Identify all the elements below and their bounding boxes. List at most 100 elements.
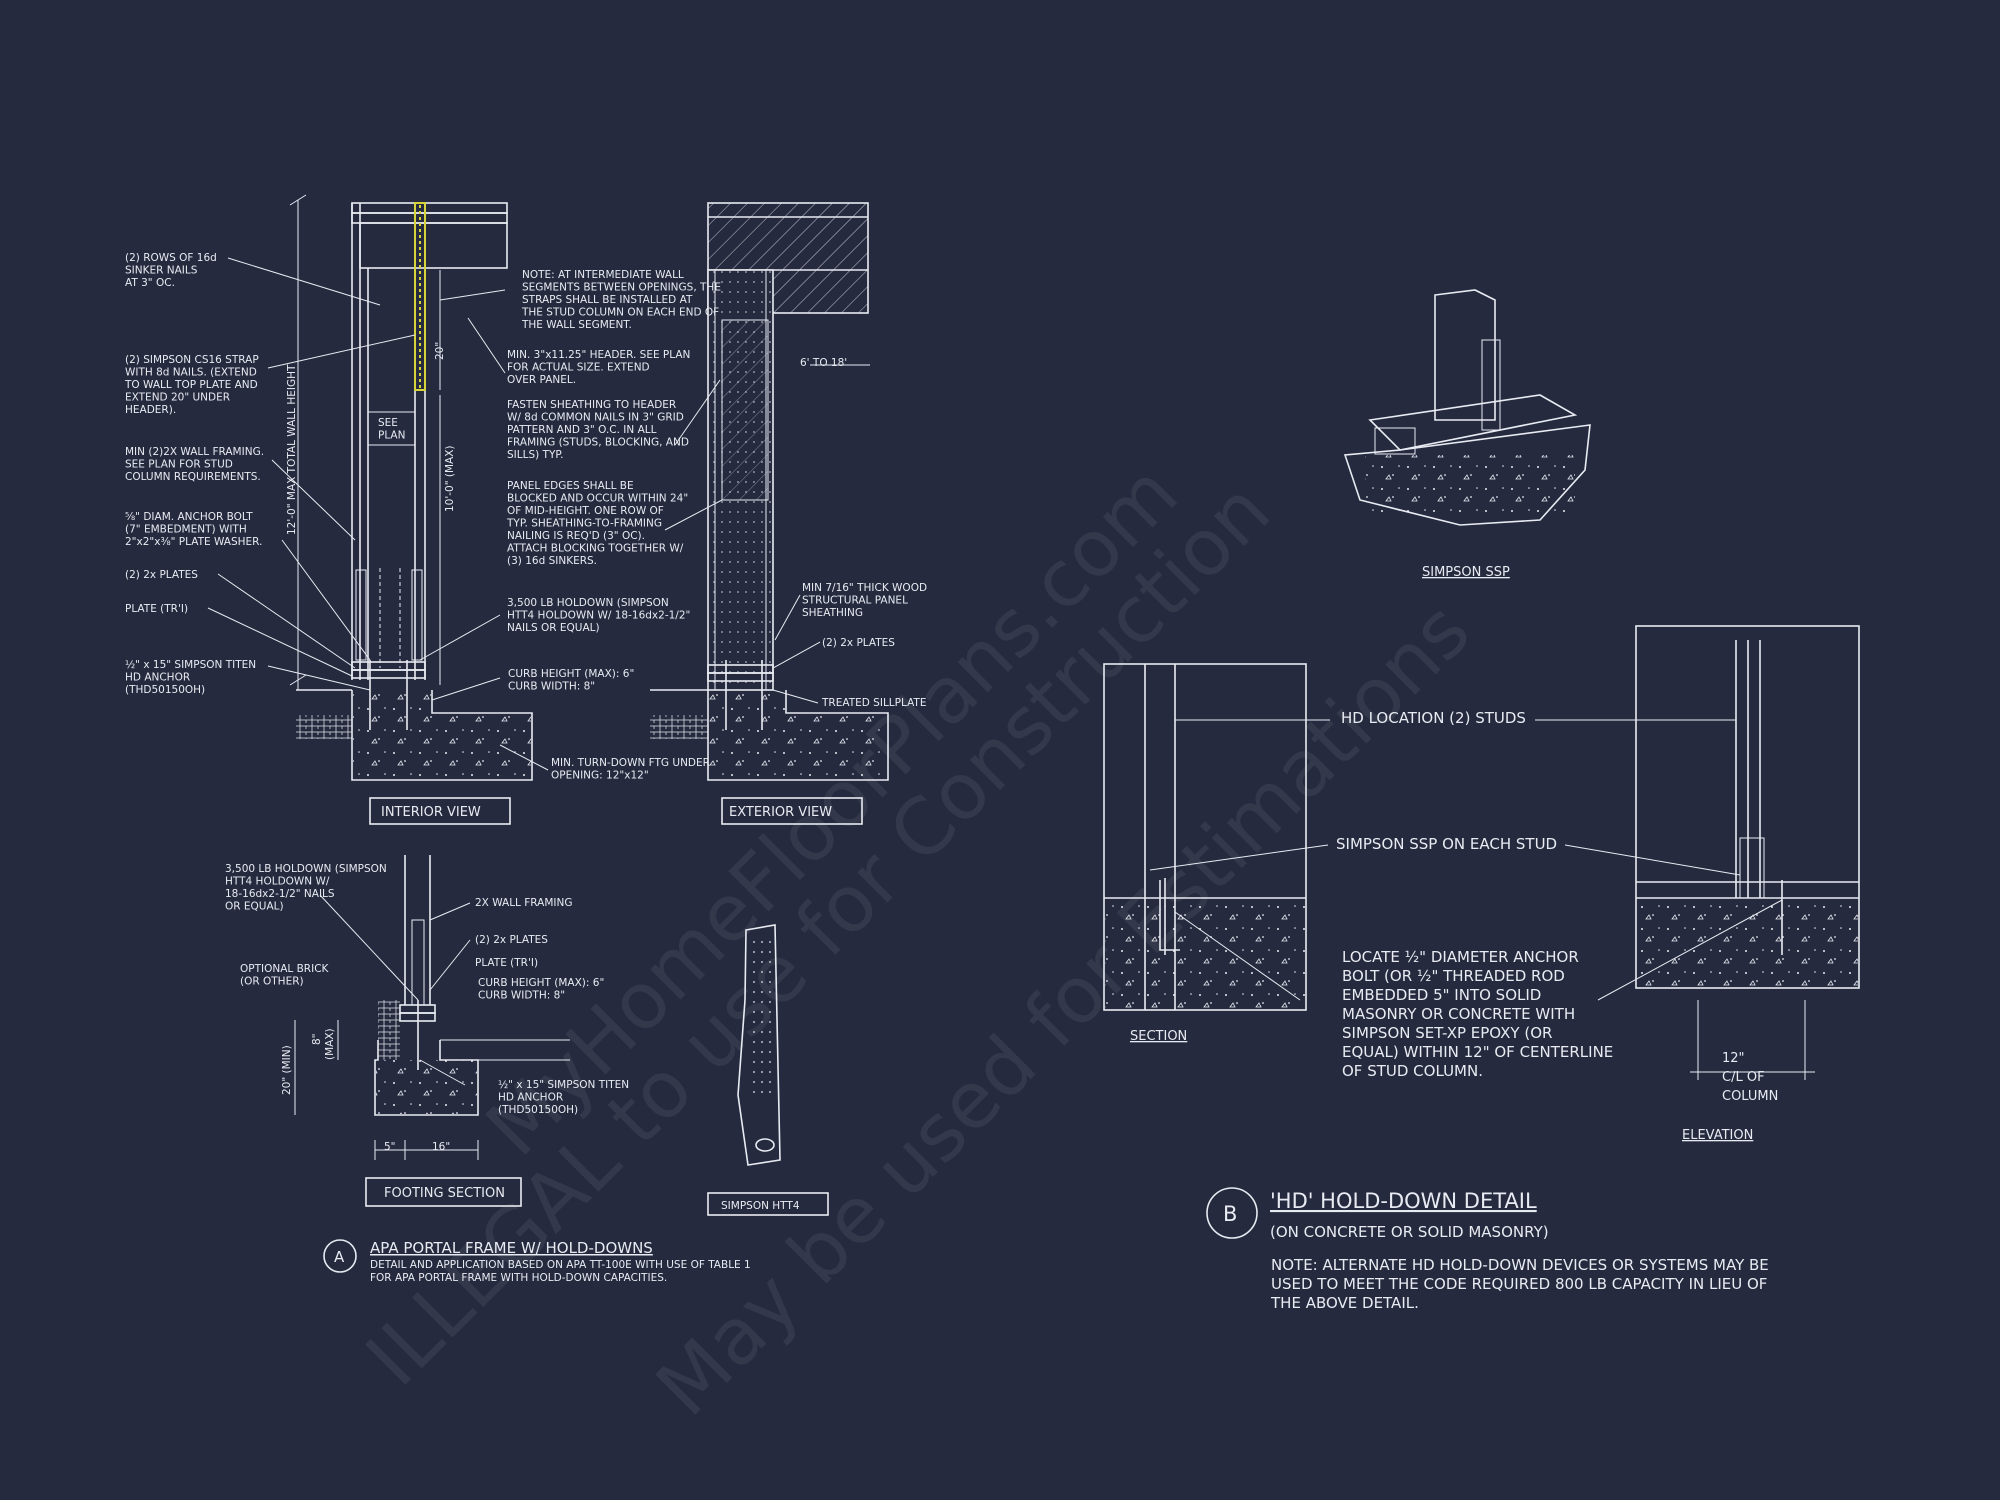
text-line: AT 3" OC. — [125, 277, 175, 289]
note-ext-plates: (2) 2x PLATES — [822, 637, 895, 649]
text-line: 12" — [1722, 1051, 1745, 1066]
text-line: COLUMN REQUIREMENTS. — [125, 471, 261, 483]
text-line: C/L OF — [1722, 1070, 1765, 1085]
interior-view-box — [369, 797, 511, 825]
ssp-each-label: SIMPSON SSP ON EACH STUD — [1336, 835, 1557, 853]
text-line: CURB WIDTH: 8" — [508, 681, 595, 693]
interior-view-drawing — [289, 194, 533, 781]
fs-brick: OPTIONAL BRICK(OR OTHER) — [240, 963, 330, 988]
text-line: HTT4 HOLDOWN W/ 18-16dx2-1/2" — [507, 610, 690, 622]
text-line: NAILING IS REQ'D (3" OC). — [507, 530, 645, 542]
detail-b-bubble — [1206, 1187, 1258, 1239]
fs-plates: (2) 2x PLATES — [475, 934, 548, 946]
text-line: BLOCKED AND OCCUR WITHIN 24" — [507, 493, 688, 505]
text-line: CURB WIDTH: 8" — [478, 990, 565, 1002]
fs-dim-8: 8" — [311, 1033, 323, 1045]
footing-section-box — [365, 1177, 522, 1207]
text-line: PANEL EDGES SHALL BE — [507, 480, 634, 492]
text-line: THE WALL SEGMENT. — [521, 319, 632, 331]
text-line: TYP. SHEATHING-TO-FRAMING — [506, 518, 662, 530]
detail-b-title: 'HD' HOLD-DOWN DETAIL — [1270, 1189, 1537, 1213]
footing-section-drawing — [294, 855, 570, 1160]
text-line: OPENING: 12"x12" — [551, 770, 649, 782]
fs-curb: CURB HEIGHT (MAX): 6"CURB WIDTH: 8" — [478, 977, 604, 1002]
text-line: STRUCTURAL PANEL — [802, 595, 908, 607]
text-line: 3,500 LB HOLDOWN (SIMPSON — [507, 597, 669, 609]
text-line: OPTIONAL BRICK — [240, 963, 330, 975]
text-line: THE STUD COLUMN ON EACH END OF — [521, 307, 719, 319]
fs-dim-16: 16" — [432, 1141, 450, 1153]
text-line: THE ABOVE DETAIL. — [1270, 1294, 1419, 1312]
text-line: NOTE: ALTERNATE HD HOLD-DOWN DEVICES OR … — [1271, 1256, 1769, 1274]
detail-b-note: NOTE: ALTERNATE HD HOLD-DOWN DEVICES OR … — [1270, 1256, 1769, 1312]
text-line: 18-16dx2-1/2" NAILS — [225, 888, 335, 900]
fs-plate-tr: PLATE (TR'I) — [475, 957, 538, 969]
text-line: OF MID-HEIGHT. ONE ROW OF — [507, 505, 664, 517]
detail-a-subtitle-1: DETAIL AND APPLICATION BASED ON APA TT-1… — [370, 1259, 751, 1271]
simpson-htt4-drawing — [737, 924, 781, 1166]
interior-view-label: INTERIOR VIEW — [381, 805, 481, 820]
note-curb: CURB HEIGHT (MAX): 6"CURB WIDTH: 8" — [508, 668, 634, 693]
text-line: EQUAL) WITHIN 12" OF CENTERLINE — [1342, 1043, 1613, 1061]
detail-a-title: APA PORTAL FRAME W/ HOLD-DOWNS — [370, 1239, 653, 1257]
simpson-htt4-box — [707, 1192, 829, 1216]
text-line: CURB HEIGHT (MAX): 6" — [478, 977, 604, 989]
detail-a-title-block: A APA PORTAL FRAME W/ HOLD-DOWNS DETAIL … — [334, 1239, 751, 1284]
text-line: SINKER NAILS — [125, 265, 198, 277]
text-line: OR EQUAL) — [225, 901, 284, 913]
simpson-htt4-label: SIMPSON HTT4 — [721, 1200, 800, 1212]
text-line: SILLS) TYP. — [507, 449, 563, 461]
text-line: PLAN — [378, 430, 405, 442]
detail-b-subtitle: (ON CONCRETE OR SOLID MASONRY) — [1270, 1223, 1549, 1241]
text-line: HTT4 HOLDOWN W/ — [225, 876, 330, 888]
text-line: W/ 8d COMMON NAILS IN 3" GRID — [507, 412, 684, 424]
exterior-view-drawing — [650, 202, 889, 781]
text-line: ⅝" DIAM. ANCHOR BOLT — [125, 511, 253, 523]
section-label: SECTION — [1130, 1029, 1187, 1044]
text-line: SEE — [378, 417, 398, 429]
note-plate-tr: PLATE (TR'I) — [125, 603, 188, 615]
text-line: EXTEND 20" UNDER — [125, 392, 230, 404]
text-line: PATTERN AND 3" O.C. IN ALL — [507, 424, 657, 436]
fs-dim-20: 20" (MIN) — [281, 1045, 293, 1095]
text-line: 3,500 LB HOLDOWN (SIMPSON — [225, 863, 387, 875]
leader-lines — [207, 257, 1783, 1086]
simpson-ssp-drawing — [1343, 289, 1591, 526]
text-line: (7" EMBEDMENT) WITH — [125, 524, 247, 536]
text-line: OVER PANEL. — [507, 374, 576, 386]
text-line: LOCATE ½" DIAMETER ANCHOR — [1342, 948, 1579, 966]
detail-a-number: A — [334, 1248, 345, 1266]
dim-10-max: 10'-0" (MAX) — [444, 445, 456, 512]
text-line: MIN. TURN-DOWN FTG UNDER — [551, 757, 710, 769]
text-line: SEE PLAN FOR STUD — [125, 459, 233, 471]
fs-dim-5: 5" — [384, 1141, 396, 1153]
text-line: (THD50150OH) — [125, 684, 205, 696]
detail-b-title-block: B 'HD' HOLD-DOWN DETAIL (ON CONCRETE OR … — [1223, 1189, 1769, 1312]
fs-dim-max: (MAX) — [324, 1028, 336, 1060]
text-line: (3) 16d SINKERS. — [507, 555, 597, 567]
text-line: WITH 8d NAILS. (EXTEND — [125, 367, 257, 379]
text-line: SIMPSON SET-XP EPOXY (OR — [1342, 1024, 1552, 1042]
text-line: FASTEN SHEATHING TO HEADER — [507, 399, 676, 411]
text-line: MASONRY OR CONCRETE WITH — [1342, 1005, 1575, 1023]
text-line: TO WALL TOP PLATE AND — [124, 379, 258, 391]
text-line: ½" x 15" SIMPSON TITEN — [125, 659, 256, 671]
text-line: FRAMING (STUDS, BLOCKING, AND — [507, 437, 689, 449]
text-line: FOR ACTUAL SIZE. EXTEND — [507, 362, 650, 374]
note-sillplate: TREATED SILLPLATE — [821, 697, 926, 709]
dim-total-height: 12'-0" MAX TOTAL WALL HEIGHT — [286, 364, 298, 535]
text-line: SEGMENTS BETWEEN OPENINGS, THE — [522, 282, 721, 294]
hd-elevation-drawing — [1635, 625, 1860, 1080]
text-line: ATTACH BLOCKING TOGETHER W/ — [507, 543, 684, 555]
